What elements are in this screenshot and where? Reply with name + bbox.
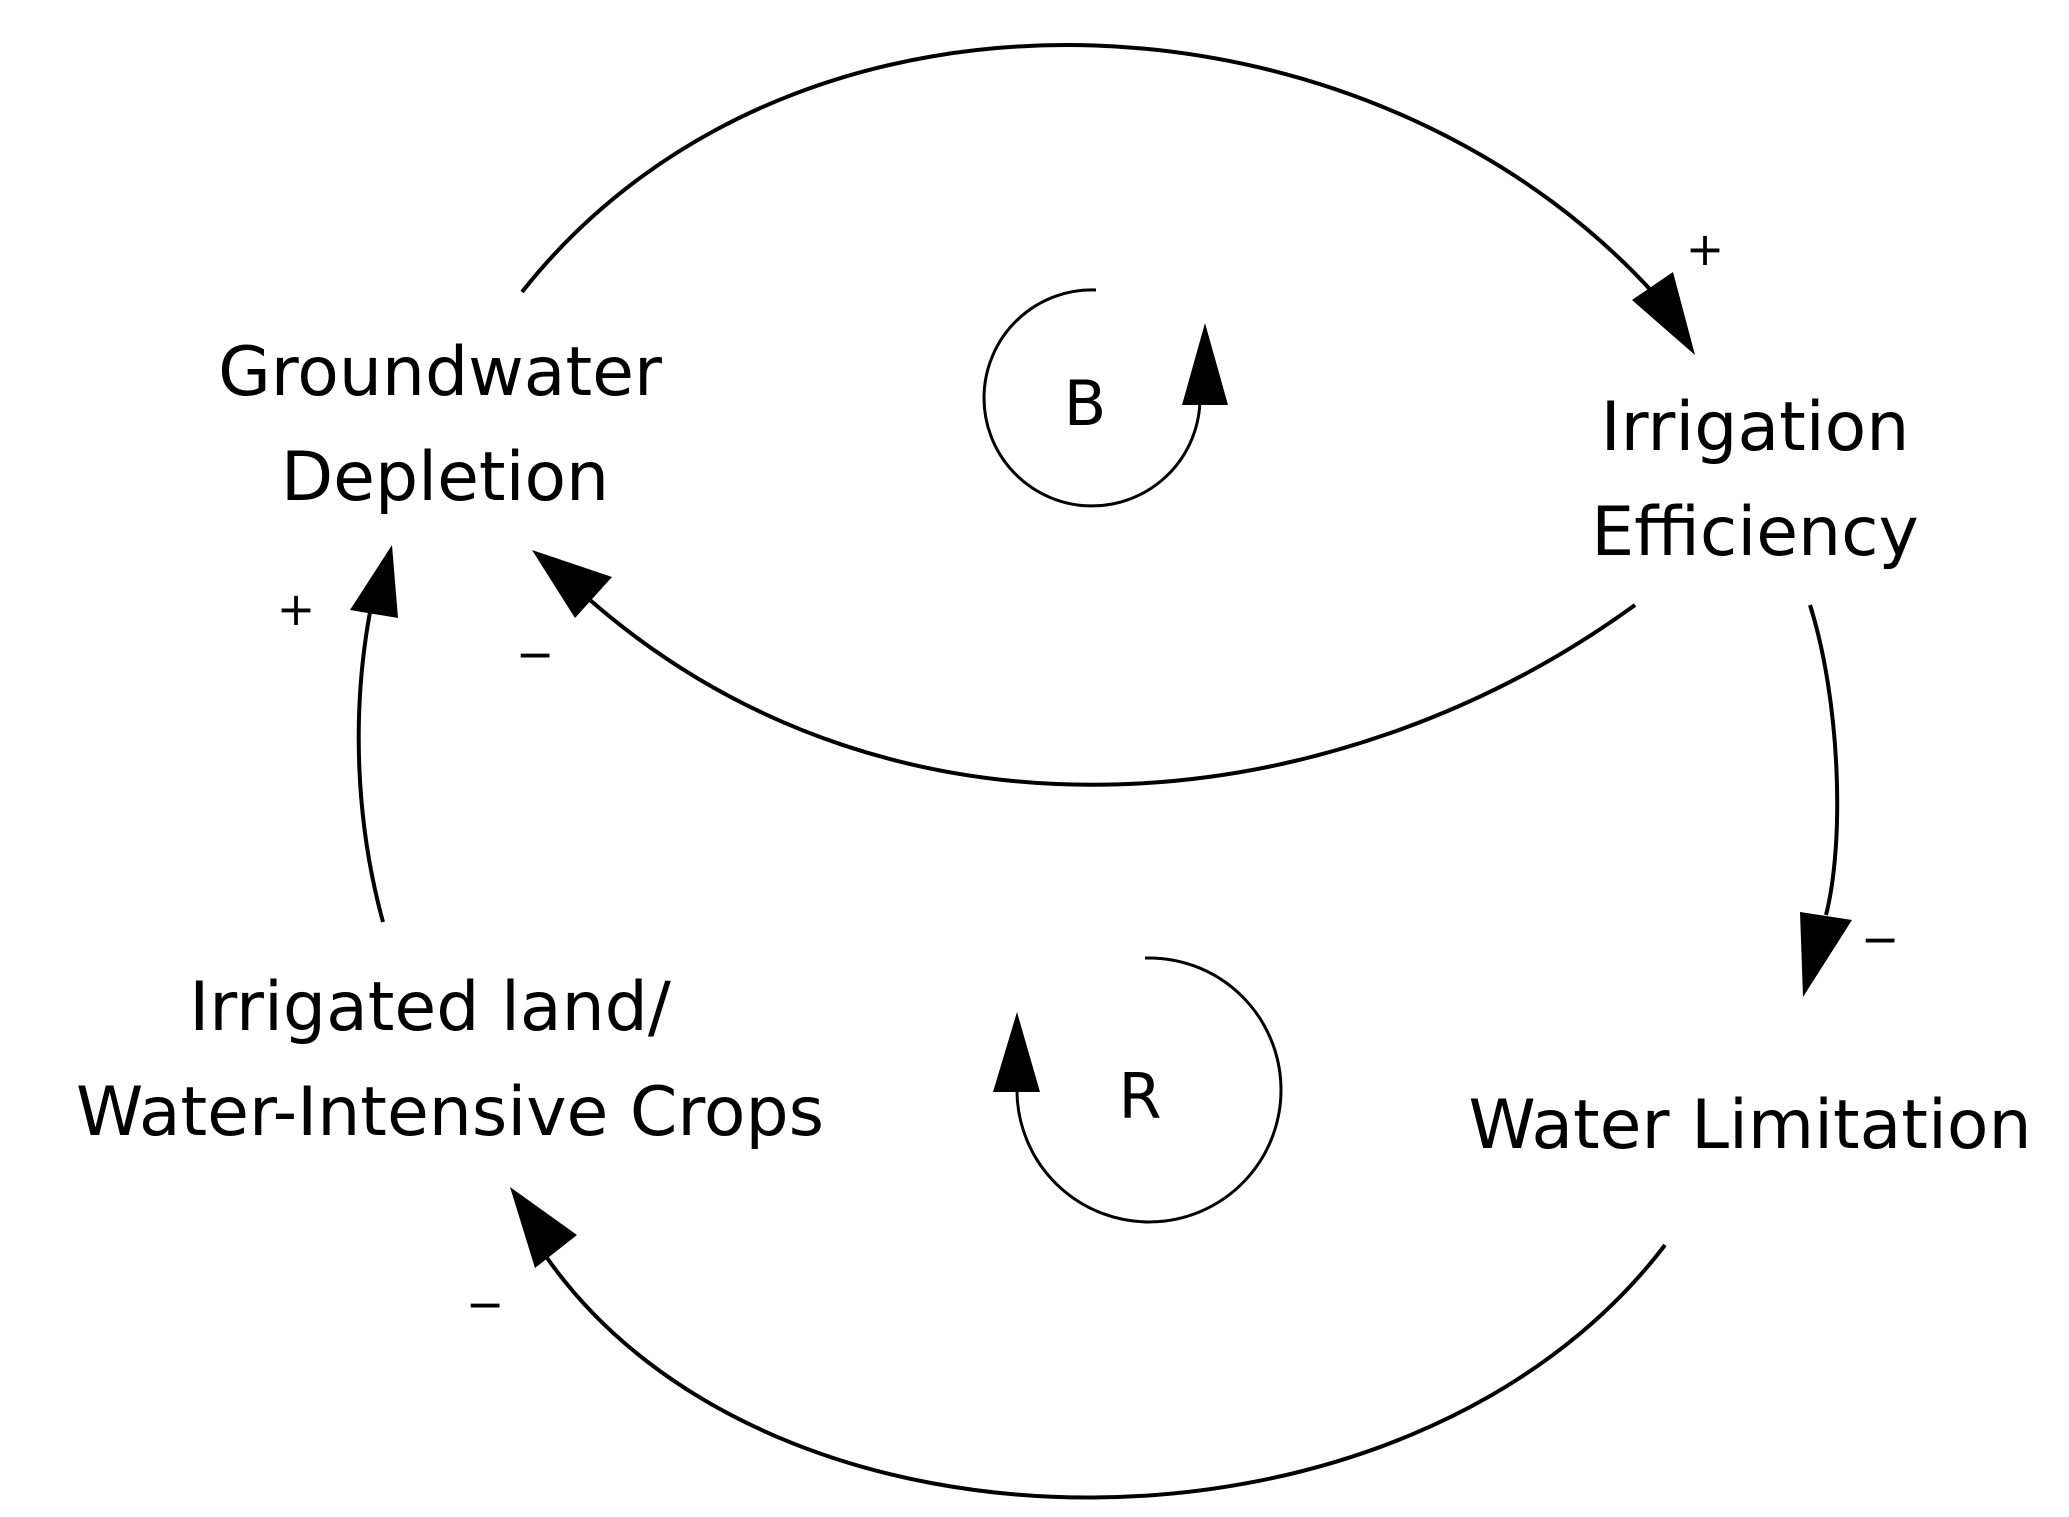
link-efficiency-to-limitation: − <box>1800 604 1900 997</box>
link-efficiency-to-groundwater-arrowhead <box>532 550 612 618</box>
node-irrigation-efficiency-line2: Efficiency <box>1591 493 1919 572</box>
loop-reinforcing-ring <box>1015 956 1283 1224</box>
link-limitation-to-irrigated-polarity: − <box>466 1277 505 1331</box>
loop-indicator-reinforcing: R <box>993 956 1283 1224</box>
link-groundwater-to-efficiency-arrowhead <box>1632 272 1695 355</box>
link-limitation-to-irrigated-arrowhead <box>510 1187 577 1268</box>
link-groundwater-to-efficiency-curve <box>520 43 1672 314</box>
node-irrigated-land-line1: Irrigated land/ <box>189 968 671 1047</box>
link-irrigated-to-groundwater-arrowhead <box>350 545 398 618</box>
loop-reinforcing-label: R <box>1118 1060 1161 1133</box>
link-groundwater-to-efficiency-polarity: + <box>1686 222 1725 276</box>
link-limitation-to-irrigated: − <box>466 1187 1667 1500</box>
link-irrigated-to-groundwater-curve <box>356 611 385 923</box>
link-limitation-to-irrigated-curve <box>543 1243 1667 1500</box>
node-water-limitation: Water Limitation <box>1468 1086 2031 1165</box>
node-groundwater-depletion-line2: Depletion <box>281 438 609 517</box>
node-irrigated-land-line2: Water-Intensive Crops <box>76 1073 824 1152</box>
node-groundwater-depletion-line1: Groundwater <box>218 333 662 412</box>
node-irrigation-efficiency-line1: Irrigation <box>1601 388 1910 467</box>
link-irrigated-to-groundwater: + <box>277 545 398 923</box>
loop-balancing-label: B <box>1064 367 1107 440</box>
node-water-limitation-line1: Water Limitation <box>1468 1086 2031 1165</box>
link-efficiency-to-groundwater: − <box>516 550 1637 787</box>
link-efficiency-to-limitation-polarity: − <box>1861 912 1900 966</box>
loop-balancing-ring <box>982 288 1202 508</box>
node-irrigation-efficiency: Irrigation Efficiency <box>1591 388 1919 572</box>
link-efficiency-to-limitation-arrowhead <box>1800 912 1852 997</box>
node-groundwater-depletion: Groundwater Depletion <box>218 333 662 517</box>
link-efficiency-to-groundwater-polarity: − <box>516 627 555 681</box>
loop-balancing-arrowhead <box>1182 323 1228 405</box>
link-efficiency-to-limitation-curve <box>1808 604 1840 916</box>
link-groundwater-to-efficiency: + <box>520 43 1725 355</box>
node-irrigated-land: Irrigated land/ Water-Intensive Crops <box>76 968 824 1152</box>
loop-indicator-balancing: B <box>982 288 1228 508</box>
loop-reinforcing-arrowhead <box>993 1012 1040 1092</box>
link-efficiency-to-groundwater-curve <box>588 598 1637 787</box>
link-irrigated-to-groundwater-polarity: + <box>277 582 316 636</box>
